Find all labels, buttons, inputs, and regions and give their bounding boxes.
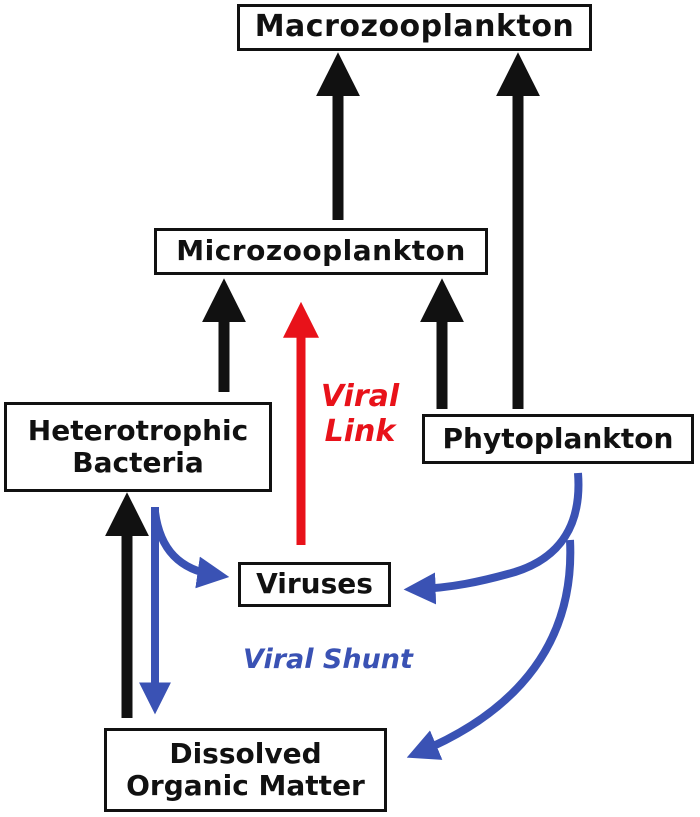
arrow-phyto-to-viruses (403, 472, 583, 605)
viral-link-label-line-2: Link (324, 413, 396, 449)
node-dissolved-organic-matter: Dissolved Organic Matter (104, 728, 387, 812)
node-label: Phytoplankton (442, 421, 674, 455)
arrow-bacteria-to-viruses (151, 511, 230, 589)
node-label: Microzooplankton (176, 234, 466, 268)
node-label-line-1: Heterotrophic (27, 413, 249, 447)
node-phytoplankton: Phytoplankton (422, 414, 694, 464)
node-microzooplankton: Microzooplankton (154, 228, 488, 275)
node-macrozooplankton: Macrozooplankton (237, 4, 592, 51)
node-label: Macrozooplankton (254, 9, 575, 45)
node-label: Viruses (256, 567, 373, 601)
node-viruses: Viruses (238, 562, 391, 607)
node-heterotrophic-bacteria: Heterotrophic Bacteria (4, 402, 272, 492)
viral-link-label: Viral Link (305, 379, 415, 449)
viral-shunt-label: Viral Shunt (218, 644, 438, 675)
viral-link-label-line-1: Viral (320, 379, 400, 414)
node-label-line-2: Organic Matter (126, 769, 365, 802)
viral-shunt-label-text: Viral Shunt (243, 644, 413, 675)
node-label-line-2: Bacteria (72, 446, 204, 479)
arrow-phyto-to-dom (406, 539, 575, 760)
node-label-line-1: Dissolved (169, 736, 322, 770)
